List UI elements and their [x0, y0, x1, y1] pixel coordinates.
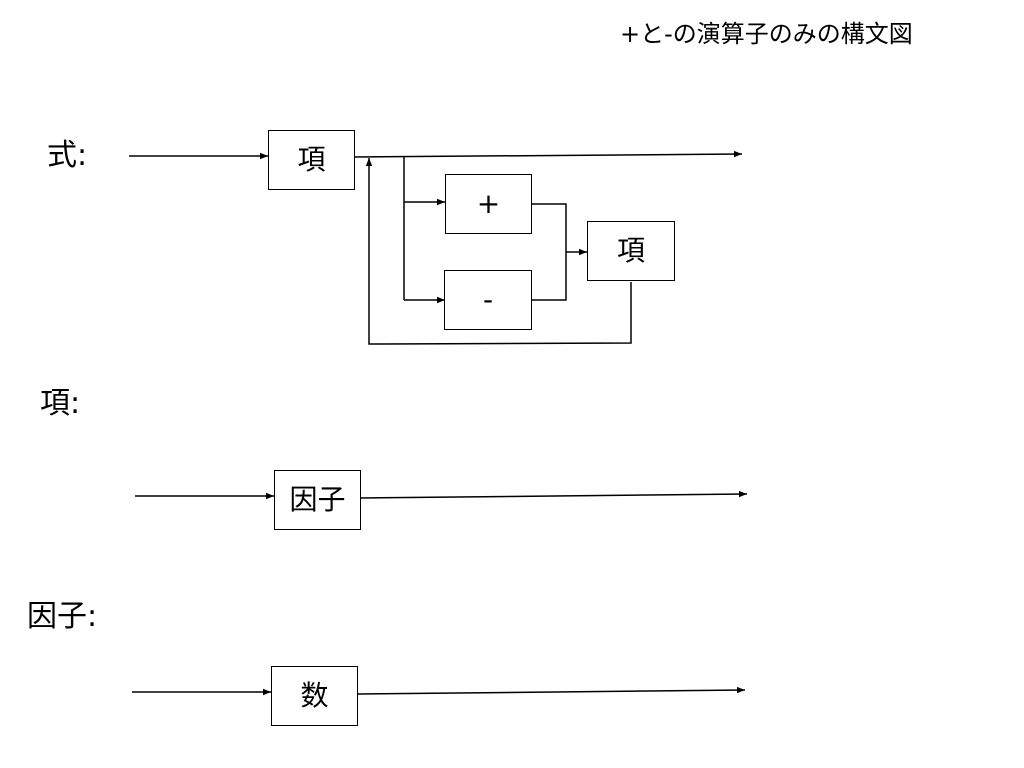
- box-minus: -: [444, 270, 532, 330]
- box-factor: 因子: [274, 470, 361, 530]
- box-term: 項: [268, 130, 355, 190]
- term-exit-line: [360, 490, 748, 499]
- rule-label-factor: 因子:: [27, 599, 98, 634]
- loop-back-line: [365, 158, 632, 345]
- factor-exit-line: [357, 686, 746, 695]
- box-term-repeat: 項: [587, 221, 675, 281]
- rule-label-term: 項:: [40, 386, 81, 421]
- expr-exit-line: [354, 150, 743, 158]
- box-plus: +: [445, 174, 532, 234]
- diagram-title: +と-の演算子のみの構文図: [620, 20, 913, 48]
- rule-label-expression: 式:: [47, 138, 88, 173]
- minus-merge-line: [532, 252, 567, 301]
- box-number: 数: [271, 666, 358, 726]
- plus-merge-line: [532, 203, 567, 252]
